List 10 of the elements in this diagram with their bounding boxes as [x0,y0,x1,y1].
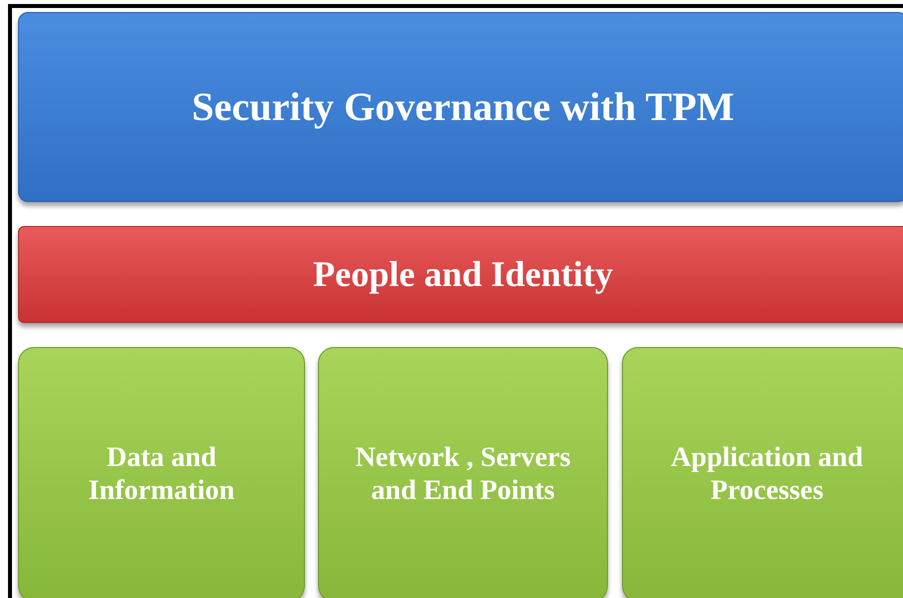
layer-title: Data and Information [87,442,236,507]
layer-title: Network , Servers and End Points [354,442,572,507]
layer-box [18,347,305,598]
layer-title: Application and Processes [670,442,864,507]
layer-box [18,226,903,323]
layer-box [622,347,903,598]
layer-box [18,12,903,202]
layer-title: People and Identity [312,254,614,296]
layer-title: Security Governance with TPM [192,84,734,130]
layer-box [318,347,608,598]
